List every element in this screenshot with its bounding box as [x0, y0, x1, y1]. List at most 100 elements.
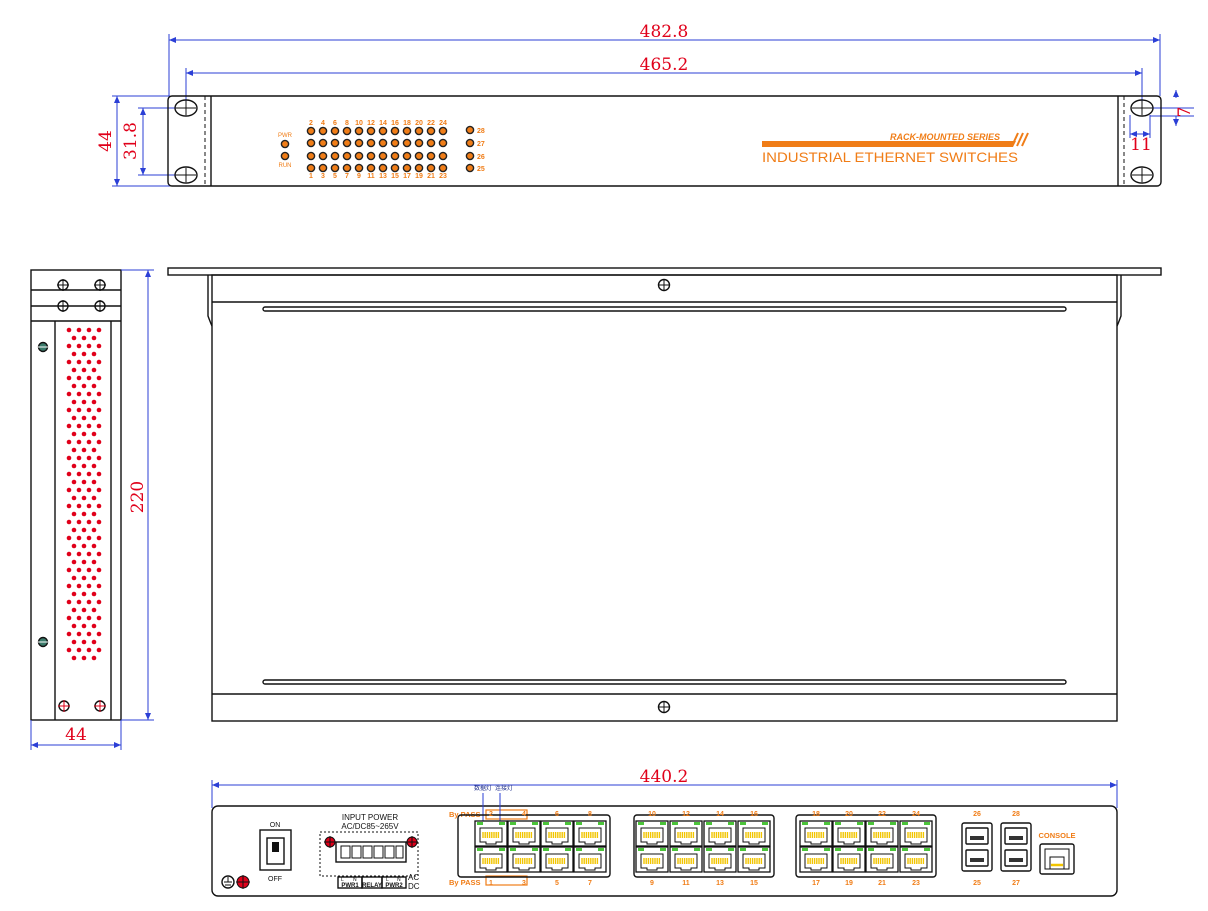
- link-led-icon: [510, 822, 516, 825]
- sfp-led-icon: [465, 151, 475, 161]
- vent-hole: [86, 343, 92, 349]
- switch-on-label: ON: [270, 822, 281, 829]
- svg-text:14: 14: [716, 811, 724, 818]
- rear-width-label: 440.2: [640, 767, 689, 787]
- rj45-port[interactable]: [635, 820, 669, 847]
- console-port[interactable]: [1039, 843, 1075, 875]
- svg-text:17: 17: [403, 173, 411, 180]
- svg-text:8: 8: [345, 120, 349, 127]
- vent-hole: [76, 423, 82, 429]
- rj45-port[interactable]: [703, 820, 737, 847]
- rj45-port[interactable]: [799, 820, 833, 847]
- link-led-icon: [802, 848, 808, 851]
- port-led-icon: [390, 126, 400, 136]
- power-switch[interactable]: [259, 829, 292, 871]
- rj45-port[interactable]: [540, 820, 574, 847]
- series-stripe: [762, 141, 1016, 147]
- terminal-block[interactable]: [335, 841, 407, 863]
- rj45-port[interactable]: [703, 846, 737, 873]
- data-led-icon: [694, 848, 700, 851]
- rj45-port[interactable]: [573, 820, 607, 847]
- ear-width-label: 11: [1130, 135, 1152, 155]
- port-led-icon: [402, 163, 412, 173]
- power-rocker-icon: [266, 837, 285, 865]
- inner-width-label: 465.2: [640, 55, 689, 75]
- rj45-port[interactable]: [737, 846, 771, 873]
- port-led-icon: [426, 163, 436, 173]
- vent-hole: [91, 479, 97, 485]
- vent-hole: [86, 503, 92, 509]
- link-led-note: 连接灯: [495, 784, 513, 792]
- svg-text:24: 24: [439, 120, 447, 127]
- rj45-port[interactable]: [507, 846, 541, 873]
- vent-hole: [91, 575, 97, 581]
- svg-text:23: 23: [439, 173, 447, 180]
- rj45-port[interactable]: [832, 820, 866, 847]
- rj45-port[interactable]: [865, 846, 899, 873]
- port-led-icon: [402, 126, 412, 136]
- vent-hole: [71, 335, 77, 341]
- vent-hole: [86, 615, 92, 621]
- rj45-port[interactable]: [540, 846, 574, 873]
- port-led-icon: [438, 126, 448, 136]
- ground-screw-icon: [236, 875, 250, 889]
- data-led-icon: [824, 848, 830, 851]
- vent-hole: [91, 399, 97, 405]
- vent-hole: [76, 599, 82, 605]
- port-led-icon: [330, 126, 340, 136]
- data-led-icon: [824, 822, 830, 825]
- rj45-port[interactable]: [737, 820, 771, 847]
- sfp-cages[interactable]: [961, 822, 1032, 872]
- vent-hole: [76, 519, 82, 525]
- svg-text:23: 23: [912, 880, 920, 887]
- sfp-led-icon: [465, 138, 475, 148]
- rj45-port[interactable]: [635, 846, 669, 873]
- vent-hole: [76, 327, 82, 333]
- data-led-icon: [660, 822, 666, 825]
- top-ear-flange: [167, 267, 1162, 276]
- rj45-port[interactable]: [865, 820, 899, 847]
- link-led-icon: [638, 822, 644, 825]
- rj45-port[interactable]: [799, 846, 833, 873]
- vent-hole: [66, 455, 72, 461]
- rj45-port[interactable]: [474, 820, 508, 847]
- data-led-icon: [598, 848, 604, 851]
- vent-hole: [71, 495, 77, 501]
- vent-hole: [66, 583, 72, 589]
- svg-text:20: 20: [845, 811, 853, 818]
- vent-hole: [71, 383, 77, 389]
- rj45-port[interactable]: [669, 820, 703, 847]
- rj45-port[interactable]: [573, 846, 607, 873]
- rj45-port[interactable]: [669, 846, 703, 873]
- port-led-icon: [366, 151, 376, 161]
- input-power-title: INPUT POWER: [342, 813, 399, 822]
- rj45-port[interactable]: [474, 846, 508, 873]
- port-led-icon: [402, 151, 412, 161]
- vent-hole: [86, 487, 92, 493]
- vent-hole: [91, 415, 97, 421]
- vent-hole: [71, 607, 77, 613]
- top-rail: [262, 306, 1067, 312]
- rj45-port[interactable]: [899, 846, 933, 873]
- svg-text:10: 10: [355, 120, 363, 127]
- front-led-grid: [306, 126, 448, 173]
- vent-hole: [66, 599, 72, 605]
- svg-text:13: 13: [379, 173, 387, 180]
- vent-hole: [81, 543, 87, 549]
- series-label: RACK-MOUNTED SERIES: [890, 132, 1000, 142]
- vent-hole: [86, 647, 92, 653]
- link-led-icon: [638, 848, 644, 851]
- sfp-led-icon: [465, 125, 475, 135]
- rj45-port[interactable]: [899, 820, 933, 847]
- vent-hole: [91, 511, 97, 517]
- data-led-icon: [499, 822, 505, 825]
- vent-hole: [81, 591, 87, 597]
- vent-hole: [91, 351, 97, 357]
- svg-text:15: 15: [391, 173, 399, 180]
- rj45-port[interactable]: [507, 820, 541, 847]
- run-led-label: RUN: [279, 163, 292, 169]
- rj45-port[interactable]: [832, 846, 866, 873]
- vent-hole: [76, 615, 82, 621]
- vent-hole: [86, 471, 92, 477]
